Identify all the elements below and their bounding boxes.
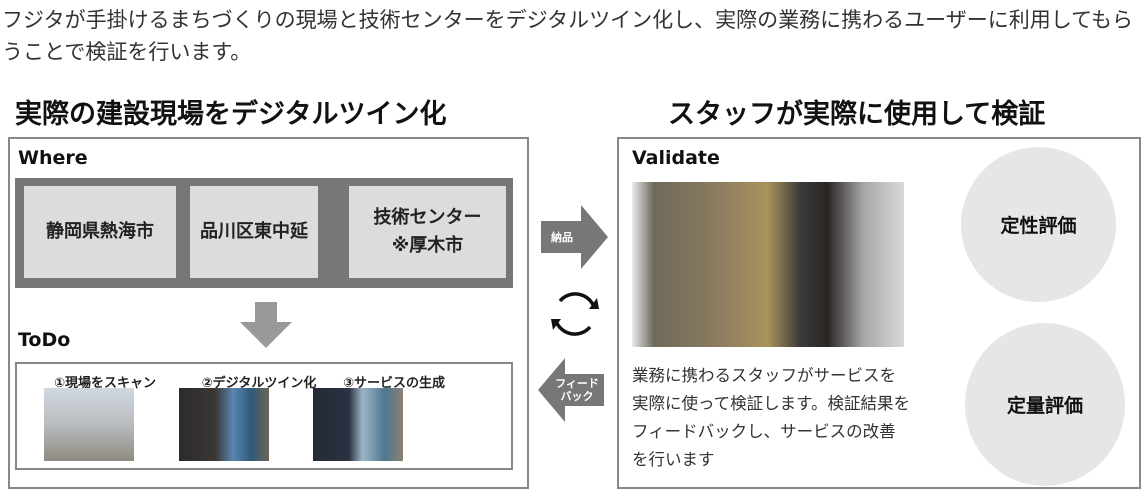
- right-heading: スタッフが実際に使用して検証: [668, 99, 1046, 130]
- staff-using-service-photo: [632, 182, 904, 347]
- location-atami: 静岡県熱海市: [24, 186, 176, 278]
- todo-label: ToDo: [18, 329, 71, 351]
- location-label: 品川区東中延: [200, 221, 308, 242]
- todo-box: [15, 362, 513, 470]
- delivery-arrow-icon: [541, 205, 608, 269]
- delivery-label: 納品: [551, 231, 573, 244]
- down-arrow-icon: [240, 302, 292, 348]
- feedback-label-line: フィード: [555, 377, 599, 390]
- evaluation-label: 定量評価: [1006, 395, 1083, 417]
- step-service: ③サービスの生成: [342, 376, 445, 391]
- intro-text: フジタが手掛けるまちづくりの現場と技術センターをデジタルツイン化し、実際の業務に…: [2, 8, 1134, 64]
- service-photo: [313, 388, 403, 461]
- scan-photo: [44, 388, 134, 461]
- where-label: Where: [18, 147, 88, 169]
- location-shinagawa: 品川区東中延: [190, 186, 318, 278]
- location-note: ※厚木市: [391, 235, 464, 256]
- location-tech-center: 技術センター ※厚木市: [349, 186, 506, 278]
- evaluation-label: 定性評価: [1000, 215, 1077, 237]
- step-scan: ①現場をスキャン: [53, 376, 156, 391]
- quantitative-evaluation: 定量評価: [965, 323, 1125, 486]
- left-heading: 実際の建設現場をデジタルツイン化: [15, 99, 447, 130]
- location-label: 静岡県熱海市: [46, 221, 154, 242]
- qualitative-evaluation: 定性評価: [961, 147, 1116, 302]
- feedback-label: フィードバック: [552, 377, 602, 403]
- location-label: 技術センター: [373, 207, 482, 228]
- feedback-label-line: バック: [560, 390, 594, 403]
- feedback-arrow-icon: [538, 358, 604, 422]
- digital-twin-photo: [179, 388, 269, 461]
- step-digital-twin: ②デジタルツイン化: [201, 376, 317, 391]
- validate-description: 業務に携わるスタッフがサービスを実際に使って検証します。検証結果をフィードバック…: [632, 366, 911, 469]
- validate-label: Validate: [632, 147, 720, 169]
- cycle-icon: [551, 292, 599, 336]
